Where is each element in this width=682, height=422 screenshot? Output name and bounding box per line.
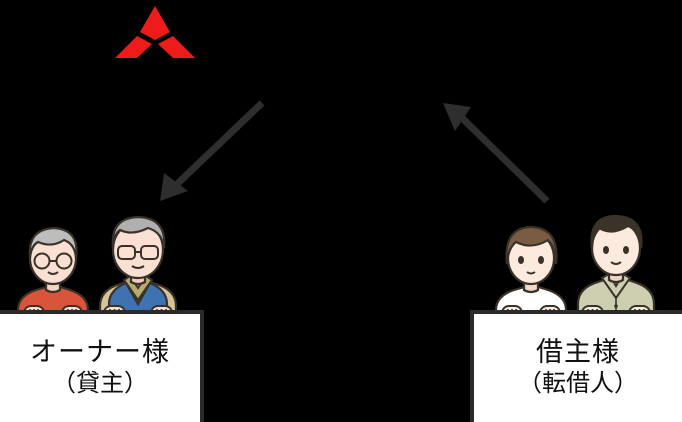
arrow-right-svg (443, 103, 550, 204)
arrow-right-head (443, 103, 471, 131)
young-man-eye-left (603, 246, 609, 254)
tenant-sign-board: 借主様 （転借人） (470, 310, 682, 422)
young-woman-hair (505, 225, 558, 265)
elderly-man-figure (98, 215, 178, 326)
elderly-woman-hair (28, 226, 78, 259)
logo-diamond-left (115, 36, 152, 58)
tenant-figures (486, 214, 682, 326)
elderly-man-glasses (117, 245, 159, 260)
elderly-woman-glasses (33, 252, 73, 270)
owner-label-secondary: （貸主） (52, 369, 148, 397)
elderly-man-hair (111, 215, 166, 249)
logo-diamonds (115, 6, 195, 58)
young-man-figure (576, 214, 656, 326)
arrow-left-head (160, 173, 188, 201)
elderly-woman-mouth (47, 271, 59, 275)
tenant-label-primary: 借主様 (536, 337, 620, 368)
owner-figures (8, 214, 204, 326)
owner-label-primary: オーナー様 (30, 337, 170, 368)
mitsubishi-logo-svg (115, 6, 195, 58)
arrow-from-logo-to-owner (150, 95, 270, 210)
elderly-man-mouth (131, 265, 145, 269)
arrow-left-svg (160, 100, 265, 201)
young-man-button (614, 304, 618, 308)
young-man-mouth (610, 261, 622, 265)
arrow-right-shaft (458, 114, 550, 204)
arrow-from-tenant-to-logo (435, 95, 555, 210)
arrow-left-shaft (171, 100, 265, 190)
owner-figures-svg (16, 215, 178, 326)
mitsubishi-three-diamond-logo (113, 2, 197, 64)
logo-diamond-right (158, 36, 195, 58)
tenant-label-secondary: （転借人） (518, 369, 638, 397)
young-man-hair (590, 214, 643, 249)
logo-diamond-top (140, 6, 170, 40)
owner-sign-board: オーナー様 （貸主） (0, 310, 204, 422)
young-man-eye-right (623, 246, 629, 254)
young-woman-eye-left (518, 256, 524, 264)
tenant-figures-svg (494, 214, 656, 326)
young-woman-mouth (526, 271, 536, 275)
young-woman-eye-right (538, 256, 544, 264)
